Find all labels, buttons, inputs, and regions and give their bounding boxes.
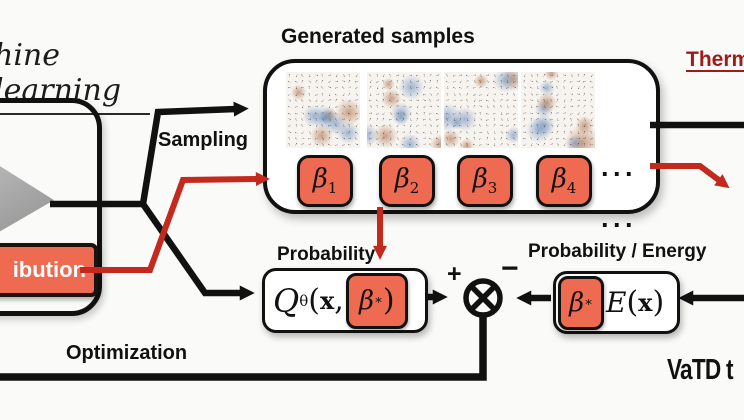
- star-subscript: ∗: [374, 293, 383, 308]
- close-paren: ): [382, 283, 395, 318]
- spin-arrows: →→→→→→→→→→→→→→→→→→→→→→→→→→→→→→→→→→→→→→→→…: [444, 72, 518, 148]
- q-symbol: Q: [273, 281, 300, 320]
- spin-sample-image-3: →→→→→→→→→→→→→→→→→→→→→→→→→→→→→→→→→→→→→→→→…: [444, 72, 518, 148]
- combiner-icon: [463, 278, 503, 318]
- distribution-label: ibution: [12, 257, 86, 282]
- open-paren: (: [308, 283, 320, 318]
- minus-sign: −: [501, 252, 519, 285]
- distribution-to-betas-arrow: [80, 172, 270, 273]
- energy-box: β∗ E(x): [553, 271, 680, 334]
- sampling-label: Sampling: [158, 129, 249, 151]
- theta-subscript: θ: [299, 291, 309, 310]
- beta-symbol: β: [569, 287, 585, 318]
- x-symbol: x: [319, 286, 335, 315]
- thermodynamics-caption: Therm: [686, 48, 744, 71]
- beta-3-chip: β3: [457, 155, 513, 207]
- open-paren: (: [626, 285, 639, 320]
- betas-output-arrow: [650, 163, 730, 189]
- beta-4-label: β4: [551, 164, 577, 198]
- generated-samples-title: Generated samples: [281, 25, 475, 48]
- probability-energy-label: Probability / Energy: [528, 241, 707, 262]
- beta-2-label: β2: [394, 164, 420, 198]
- spin-arrows: →→→→→→→→→→→→→→→→→→→→→→→→→→→→→→→→→→→→→→→→…: [286, 72, 360, 148]
- beta-star-chip: β∗: [558, 275, 604, 330]
- network-to-q-arrow: [140, 202, 255, 301]
- beta-star-chip: β∗): [345, 272, 408, 329]
- x-symbol: x: [638, 288, 653, 317]
- generated-samples-panel: →→→→→→→→→→→→→→→→→→→→→→→→→→→→→→→→→→→→→→→→…: [263, 59, 660, 240]
- spin-sample-image-4: →→→→→→→→→→→→→→→→→→→→→→→→→→→→→→→→→→→→→→→→…: [521, 72, 595, 148]
- betas-ellipsis: ···: [601, 210, 637, 240]
- distribution-box: ibution: [0, 243, 98, 297]
- e-symbol: E: [606, 286, 627, 319]
- samples-ellipsis: ···: [601, 159, 637, 189]
- beta-1-label: β1: [312, 164, 338, 198]
- beta-symbol: β: [359, 285, 375, 316]
- spin-sample-image-1: →→→→→→→→→→→→→→→→→→→→→→→→→→→→→→→→→→→→→→→→…: [286, 72, 360, 148]
- comma: ,: [334, 283, 344, 318]
- probability-label: Probability: [277, 244, 376, 265]
- star-subscript: ∗: [584, 295, 593, 310]
- close-paren: ): [652, 285, 665, 320]
- beta-2-chip: β2: [379, 155, 435, 207]
- beta-1-chip: β1: [297, 155, 353, 207]
- beta-3-label: β3: [472, 164, 498, 198]
- beta-4-chip: β4: [536, 155, 592, 207]
- optimization-label: Optimization: [66, 342, 188, 364]
- spin-sample-image-2: →→→→→→→→→→→→→→→→→→→→→→→→→→→→→→→→→→→→→→→→…: [367, 72, 441, 148]
- spin-arrows: →→→→→→→→→→→→→→→→→→→→→→→→→→→→→→→→→→→→→→→→…: [521, 72, 595, 148]
- plus-sign: +: [447, 260, 462, 288]
- vatd-training-label: VaTD t: [667, 354, 733, 386]
- spin-arrows: →→→→→→→→→→→→→→→→→→→→→→→→→→→→→→→→→→→→→→→→…: [367, 72, 441, 148]
